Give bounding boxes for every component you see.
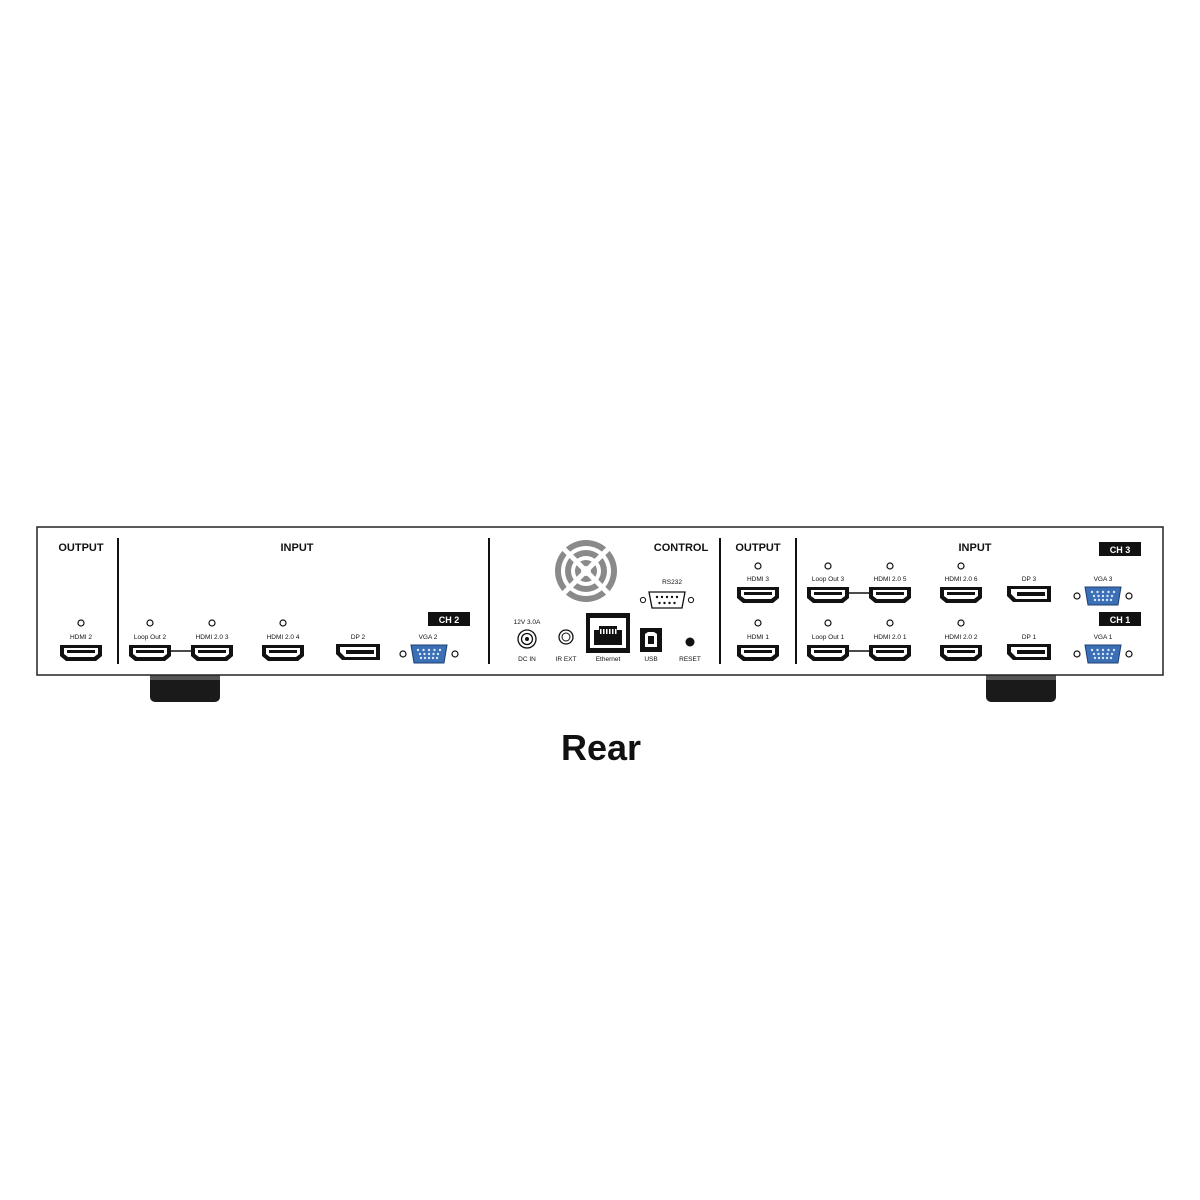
vga3-port	[1084, 586, 1122, 606]
usb-b-port	[640, 628, 662, 652]
screw-icon	[1073, 592, 1081, 600]
screw-icon	[1073, 650, 1081, 658]
screw-icon	[399, 650, 407, 658]
hdmi20-1-port	[869, 645, 911, 661]
fan-grille-icon	[555, 540, 617, 602]
loop-out-3-label: Loop Out 3	[812, 576, 845, 583]
hdmi20-3-label: HDMI 2.0 3	[196, 634, 229, 641]
hdmi20-5-port	[869, 587, 911, 603]
hdmi-out-1-label: HDMI 1	[747, 634, 769, 641]
hdmi20-4-led	[279, 619, 287, 627]
hdmi20-4-label: HDMI 2.0 4	[267, 634, 300, 641]
ethernet-port	[586, 613, 630, 653]
hdmi20-1-label: HDMI 2.0 1	[874, 634, 907, 641]
section-control: CONTROL	[654, 542, 709, 554]
section-input-right: INPUT	[959, 542, 992, 554]
hdmi20-4-port	[262, 645, 304, 661]
screw-icon	[1125, 650, 1133, 658]
loop-out-1-led	[824, 619, 832, 627]
hdmi-out-3-port	[737, 587, 779, 603]
left-foot	[150, 674, 220, 702]
view-caption: Rear	[561, 727, 641, 768]
hdmi20-5-label: HDMI 2.0 5	[874, 576, 907, 583]
screw-icon	[451, 650, 459, 658]
vga3-label: VGA 3	[1094, 576, 1113, 583]
section-output-right: OUTPUT	[735, 542, 781, 554]
vga2-label: VGA 2	[419, 634, 438, 641]
hdmi-out-1-led	[754, 619, 762, 627]
hdmi-out-2-port	[60, 645, 102, 661]
usb-label: USB	[644, 656, 657, 663]
hdmi-out-2-label: HDMI 2	[70, 634, 92, 641]
section-input-left: INPUT	[281, 542, 314, 554]
hdmi-out-3-led	[754, 562, 762, 570]
dp2-label: DP 2	[351, 634, 366, 641]
loop-out-1-port	[807, 645, 849, 661]
ir-ext-jack-icon	[558, 629, 574, 645]
svg-text:CH 1: CH 1	[1110, 615, 1131, 625]
dp1-label: DP 1	[1022, 634, 1037, 641]
dp1-port	[1007, 644, 1051, 660]
hdmi20-6-port	[940, 587, 982, 603]
dp2-port	[336, 644, 380, 660]
ir-ext-label: IR EXT	[556, 656, 577, 663]
vga1-port	[1084, 644, 1122, 664]
vga1-label: VGA 1	[1094, 634, 1113, 641]
rs232-label: RS232	[662, 579, 682, 586]
dp3-label: DP 3	[1022, 576, 1037, 583]
hdmi-out-1-port	[737, 645, 779, 661]
badge-ch1: CH 1	[1099, 612, 1141, 626]
hdmi20-6-label: HDMI 2.0 6	[945, 576, 978, 583]
hdmi-out-2-led	[77, 619, 85, 627]
hdmi20-3-port	[191, 645, 233, 661]
badge-ch3: CH 3	[1099, 542, 1141, 556]
rs232-port	[639, 591, 695, 609]
loop-out-3-led	[824, 562, 832, 570]
badge-ch2: CH 2	[428, 612, 470, 626]
right-foot	[986, 674, 1056, 702]
section-output-left: OUTPUT	[58, 542, 104, 554]
dc-in-label: DC IN	[518, 656, 536, 663]
dc-in-jack-icon	[517, 629, 537, 649]
loop-out-2-led	[146, 619, 154, 627]
svg-text:CH 3: CH 3	[1110, 545, 1131, 555]
reset-button	[685, 637, 695, 647]
hdmi20-3-led	[208, 619, 216, 627]
screw-icon	[1125, 592, 1133, 600]
vga2-port	[410, 644, 448, 664]
hdmi20-2-led	[957, 619, 965, 627]
loop-out-2-port	[129, 645, 171, 661]
hdmi20-5-led	[886, 562, 894, 570]
loop-out-3-port	[807, 587, 849, 603]
ethernet-label: Ethernet	[596, 656, 621, 663]
power-rating-label: 12V 3.0A	[514, 619, 541, 626]
hdmi20-6-led	[957, 562, 965, 570]
hdmi-out-3-label: HDMI 3	[747, 576, 769, 583]
hdmi20-2-label: HDMI 2.0 2	[945, 634, 978, 641]
hdmi20-2-port	[940, 645, 982, 661]
loop-out-2-label: Loop Out 2	[134, 634, 167, 641]
reset-label: RESET	[679, 656, 701, 663]
svg-text:CH 2: CH 2	[439, 615, 460, 625]
dp3-port	[1007, 586, 1051, 602]
hdmi20-1-led	[886, 619, 894, 627]
loop-out-1-label: Loop Out 1	[812, 634, 845, 641]
